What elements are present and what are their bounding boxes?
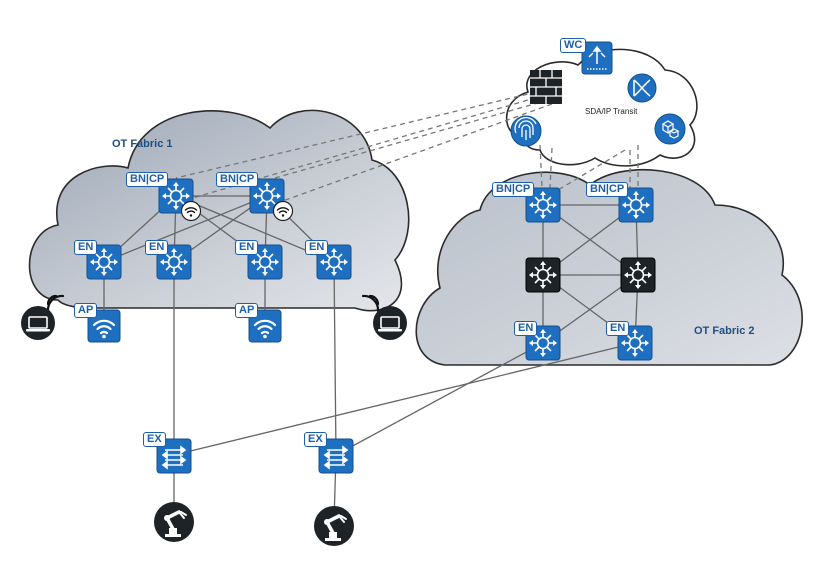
- en-label: EN: [606, 321, 630, 336]
- en-label: EN: [235, 240, 259, 255]
- fingerprint-icon[interactable]: [510, 115, 542, 147]
- en-label: EN: [514, 321, 538, 336]
- laptop-icon[interactable]: [20, 305, 56, 341]
- core-switch-icon[interactable]: [525, 257, 561, 293]
- ex-label: EX: [143, 432, 166, 447]
- bn-cp-label: BN|CP: [492, 182, 535, 197]
- bn-cp-label: BN|CP: [126, 172, 169, 187]
- ap-label: AP: [235, 303, 259, 318]
- ot-fabric-1-cloud: [28, 109, 410, 312]
- bn-cp-label: BN|CP: [216, 172, 259, 187]
- firewall-icon[interactable]: [530, 70, 562, 104]
- ot-fabric-2-title: OT Fabric 2: [694, 325, 755, 337]
- wifi-badge-icon: [180, 200, 202, 222]
- sda-ip-transit-title: SDA/IP Transit: [585, 107, 638, 116]
- wireless-controller-icon[interactable]: [581, 41, 613, 75]
- cube-icon[interactable]: [654, 113, 686, 145]
- wifi-badge-icon: [272, 200, 294, 222]
- dna-center-icon[interactable]: [627, 73, 657, 103]
- ex-label: EX: [304, 432, 327, 447]
- transit-links: [175, 89, 639, 203]
- wireless-signal-icon: [46, 294, 380, 313]
- laptop-icon[interactable]: [372, 305, 408, 341]
- ap-label: AP: [74, 303, 98, 318]
- ot-fabric-1-title: OT Fabric 1: [112, 138, 173, 150]
- wc-label: WC: [560, 38, 587, 53]
- industrial-robot-icon[interactable]: [152, 500, 196, 544]
- bn-cp-label: BN|CP: [586, 182, 629, 197]
- core-switch-icon[interactable]: [620, 257, 656, 293]
- en-label: EN: [305, 240, 329, 255]
- en-label: EN: [145, 240, 169, 255]
- en-label: EN: [74, 240, 98, 255]
- industrial-robot-icon[interactable]: [312, 504, 356, 548]
